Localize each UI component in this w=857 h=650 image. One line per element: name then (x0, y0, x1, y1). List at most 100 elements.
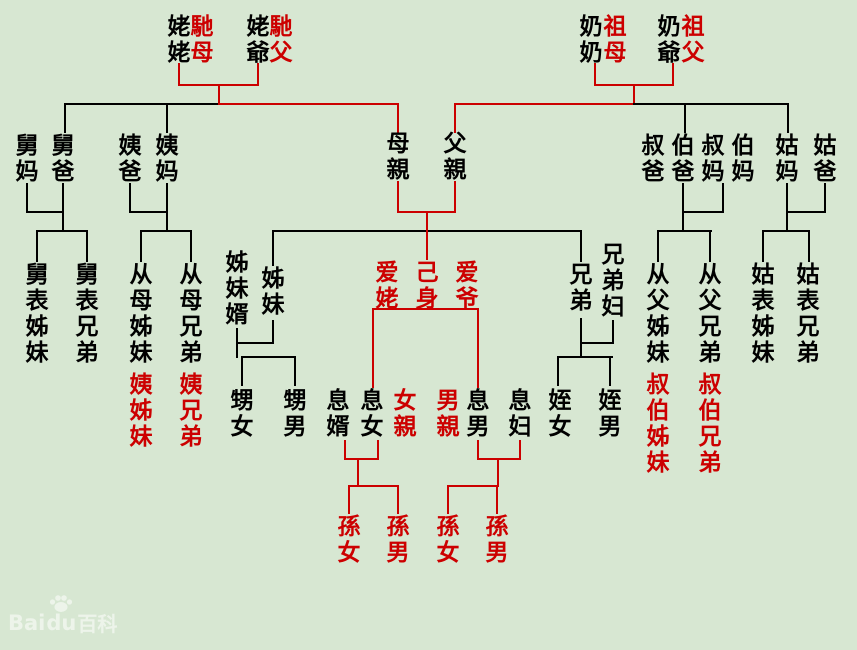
connector-line (609, 356, 611, 386)
connector-line (241, 356, 296, 358)
connector-line (594, 63, 596, 85)
watermark-text-bai: Bai (8, 611, 46, 635)
connector-line (64, 103, 66, 133)
connector-line (272, 320, 274, 344)
tree-node: 爱 姥 (375, 259, 399, 312)
connector-line (672, 63, 674, 85)
watermark-text-du: du (46, 611, 77, 635)
connector-line (166, 211, 168, 232)
connector-line (447, 485, 498, 487)
tree-node: 舅 爸 (51, 132, 75, 185)
connector-line (762, 230, 810, 232)
connector-line (357, 458, 359, 487)
connector-line (178, 63, 180, 85)
tree-node: 姨 妈 (155, 132, 179, 185)
connector-line (682, 211, 724, 213)
tree-node: 叔 伯 兄 弟 (698, 371, 722, 476)
tree-node: 姑 妈 (775, 132, 799, 185)
connector-line (344, 440, 346, 460)
connector-line (272, 230, 274, 266)
connector-line (519, 440, 521, 460)
tree-node: 姊 妹 婿 (225, 249, 249, 328)
connector-line (218, 103, 399, 105)
tree-node: 姪 男 (598, 387, 622, 440)
connector-line (612, 320, 614, 344)
tree-node: 男 親 (436, 387, 460, 440)
baidu-baike-watermark: Bai du 百科 (8, 594, 117, 634)
connector-line (808, 230, 810, 262)
connector-line (722, 183, 724, 213)
connector-line (580, 342, 582, 358)
connector-line (762, 230, 764, 262)
tree-node: 孫 女 (337, 513, 361, 566)
tree-node: 姨 姊 妹 (129, 371, 153, 450)
tree-node: 祖 父 (681, 13, 705, 66)
connector-line (166, 103, 168, 133)
tree-node: 爱 爷 (455, 259, 479, 312)
tree-node: 姑 爸 (813, 132, 837, 185)
tree-node: 姨 兄 弟 (179, 371, 203, 450)
connector-line (36, 230, 38, 262)
tree-node: 女 親 (393, 387, 417, 440)
connector-line (496, 485, 498, 514)
connector-line (477, 308, 479, 388)
tree-node: 孫 男 (386, 513, 410, 566)
connector-line (657, 230, 712, 232)
connector-line (397, 103, 399, 133)
connector-line (26, 211, 64, 213)
connector-line (344, 458, 379, 460)
connector-line (824, 183, 826, 213)
tree-node: 孫 男 (485, 513, 509, 566)
connector-line (580, 318, 582, 344)
connector-line (348, 485, 350, 514)
connector-line (218, 84, 220, 105)
connector-line (426, 230, 428, 260)
connector-line (62, 211, 64, 232)
connector-line (129, 211, 168, 213)
connector-line (64, 103, 220, 105)
tree-node: 己 身 (415, 259, 439, 312)
connector-line (26, 183, 28, 213)
connector-line (684, 103, 686, 133)
connector-line (454, 103, 456, 133)
connector-line (62, 183, 64, 213)
tree-node: 从 父 姊 妹 (646, 261, 670, 366)
connector-line (682, 183, 684, 213)
tree-node: 伯 爸 (671, 132, 695, 185)
tree-node: 兄 弟 妇 (601, 241, 625, 320)
connector-line (129, 183, 131, 213)
tree-node: 祖 母 (603, 13, 627, 66)
connector-line (236, 342, 274, 344)
tree-node: 伯 妈 (731, 132, 755, 185)
connector-line (477, 440, 479, 460)
tree-node: 从 父 兄 弟 (698, 261, 722, 366)
connector-line (580, 342, 614, 344)
tree-node: 馳 母 (190, 13, 214, 66)
tree-node: 叔 爸 (641, 132, 665, 185)
connector-line (682, 211, 684, 232)
connector-line (294, 356, 296, 386)
paw-icon (49, 594, 73, 616)
connector-line (454, 181, 456, 213)
tree-node: 舅 表 姊 妹 (25, 261, 49, 366)
connector-line (580, 230, 582, 262)
watermark-text-baike: 百科 (77, 612, 118, 636)
connector-line (236, 342, 238, 358)
tree-node: 姨 爸 (118, 132, 142, 185)
tree-node: 舅 妈 (15, 132, 39, 185)
connector-line (657, 230, 659, 262)
tree-node: 姪 女 (548, 387, 572, 440)
connector-line (557, 356, 613, 358)
connector-line (140, 230, 192, 232)
connector-line (477, 458, 521, 460)
tree-node: 姑 表 姊 妹 (751, 261, 775, 366)
connector-line (372, 308, 479, 310)
connector-line (166, 183, 168, 213)
tree-node: 息 男 (466, 387, 490, 440)
tree-node: 叔 伯 姊 妹 (646, 371, 670, 476)
tree-node: 从 母 兄 弟 (179, 261, 203, 366)
connector-line (86, 230, 88, 262)
connector-line (377, 440, 379, 460)
connector-line (372, 308, 374, 388)
